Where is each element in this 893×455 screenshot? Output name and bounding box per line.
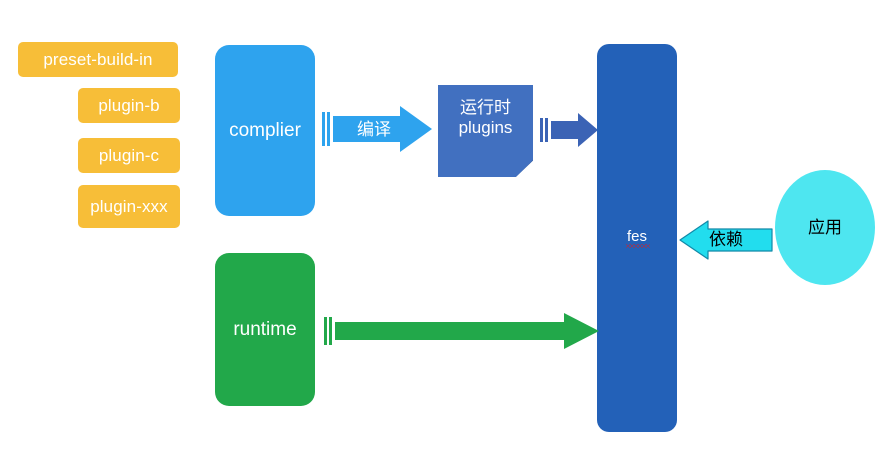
node-plugin-b-label: plugin-b: [98, 95, 160, 115]
folded-corner-icon: [516, 160, 533, 177]
node-plugin-c-label: plugin-c: [98, 145, 160, 165]
node-complier[interactable]: complier: [215, 45, 315, 216]
node-runtime-label: runtime: [233, 318, 297, 340]
node-fes-label: fes: [625, 228, 651, 249]
node-runtime[interactable]: runtime: [215, 253, 315, 406]
arrow-depend-label: 依赖: [709, 229, 743, 249]
arrow-plugins-to-fes-shape: [540, 113, 598, 147]
arrow-compile: [322, 105, 434, 153]
arrow-compile-shape: [322, 106, 432, 152]
arrow-plugins-to-fes: [540, 112, 600, 148]
node-runtime-plugins-line2: plugins: [458, 117, 513, 137]
arrow-runtime-to-fes: [324, 312, 601, 350]
arrow-depend-shape: [679, 220, 773, 260]
node-runtime-plugins[interactable]: 运行时 plugins: [438, 85, 533, 177]
arrow-depend: [678, 218, 774, 262]
node-runtime-plugins-text: 运行时 plugins: [459, 98, 513, 137]
node-plugin-xxx-label: plugin-xxx: [90, 196, 168, 216]
node-plugin-xxx[interactable]: plugin-xxx: [78, 185, 180, 228]
node-preset-build-in[interactable]: preset-build-in: [18, 42, 178, 77]
node-fes[interactable]: fes: [597, 44, 677, 432]
node-complier-label: complier: [229, 119, 301, 141]
node-app-label: 应用: [808, 217, 842, 237]
node-preset-build-in-label: preset-build-in: [43, 49, 153, 69]
node-app[interactable]: 应用: [775, 170, 875, 285]
node-plugin-b[interactable]: plugin-b: [78, 88, 180, 123]
node-runtime-plugins-line1: 运行时: [460, 98, 511, 117]
arrow-compile-label: 编译: [357, 119, 391, 139]
node-plugin-c[interactable]: plugin-c: [78, 138, 180, 173]
arrow-runtime-to-fes-shape: [324, 313, 599, 349]
